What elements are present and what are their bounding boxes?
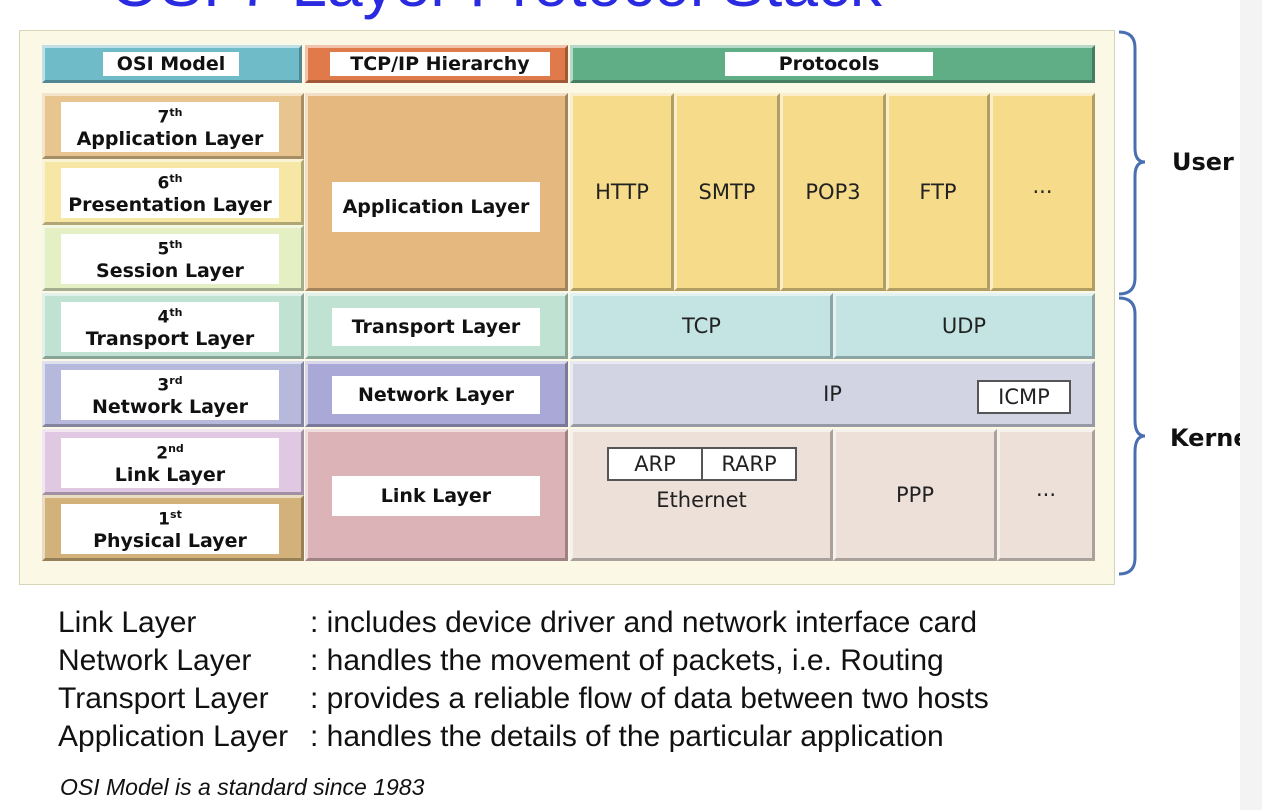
- description-text: : handles the details of the particular …: [310, 720, 944, 753]
- protocol-ftp: FTP: [886, 93, 990, 291]
- protocol-udp: UDP: [833, 293, 1095, 359]
- osi-header: OSI Model: [42, 45, 302, 83]
- description-term: Link Layer: [58, 606, 197, 639]
- osi-layer-1-label: 1st Physical Layer: [61, 504, 279, 554]
- tcpip-network: Network Layer: [305, 361, 568, 427]
- osi-layer-2-label: 2nd Link Layer: [61, 438, 279, 488]
- description-text: : provides a reliable flow of data betwe…: [310, 682, 989, 715]
- protocol-icmp: ICMP: [977, 380, 1071, 414]
- kernel-brace-icon: [1118, 296, 1146, 576]
- osi-layer-3: 3rd Network Layer: [42, 361, 304, 427]
- description-link: Link Layer : includes device driver and n…: [58, 604, 977, 642]
- osi-layer-5-label: 5th Session Layer: [61, 234, 279, 284]
- description-term: Application Layer: [58, 720, 289, 753]
- description-network: Network Layer : handles the movement of p…: [58, 642, 944, 680]
- tcpip-header-label: TCP/IP Hierarchy: [330, 52, 550, 76]
- protocol-pop3: POP3: [780, 93, 886, 291]
- user-brace-icon: [1118, 30, 1146, 296]
- osi-layer-3-label: 3rd Network Layer: [61, 370, 279, 420]
- description-term: Transport Layer: [58, 682, 269, 715]
- protocol-http: HTTP: [570, 93, 674, 291]
- protocols-header-label: Protocols: [725, 52, 933, 76]
- slide-title: OSI 7 Layer Protocol Stack: [110, 0, 1170, 16]
- osi-layer-1: 1st Physical Layer: [42, 495, 304, 561]
- tcpip-network-label: Network Layer: [332, 376, 540, 414]
- description-application: Application Layer : handles the details o…: [58, 718, 944, 756]
- protocol-ip-label: IP: [823, 382, 842, 406]
- protocol-stack-diagram: OSI Model TCP/IP Hierarchy Protocols 7th…: [19, 30, 1115, 585]
- user-label: User: [1172, 148, 1234, 176]
- tcpip-application: Application Layer: [305, 93, 568, 291]
- description-term: Network Layer: [58, 644, 252, 677]
- tcpip-transport: Transport Layer: [305, 293, 568, 359]
- protocol-tcp: TCP: [570, 293, 833, 359]
- osi-layer-2: 2nd Link Layer: [42, 429, 304, 495]
- tcpip-header: TCP/IP Hierarchy: [305, 45, 568, 83]
- footnote: OSI Model is a standard since 1983: [60, 774, 425, 800]
- protocol-ethernet-label: Ethernet: [656, 488, 747, 512]
- osi-header-label: OSI Model: [103, 52, 239, 76]
- tcpip-link-label: Link Layer: [332, 476, 540, 516]
- protocol-more-application: ···: [990, 93, 1095, 291]
- osi-layer-4: 4th Transport Layer: [42, 293, 304, 359]
- protocol-more-link: ···: [997, 429, 1095, 561]
- description-text: : includes device driver and network int…: [310, 606, 978, 639]
- tcpip-transport-label: Transport Layer: [332, 308, 540, 346]
- window-edge: [1240, 0, 1262, 810]
- description-transport: Transport Layer : provides a reliable flo…: [58, 680, 989, 718]
- osi-layer-6: 6th Presentation Layer: [42, 159, 304, 225]
- protocol-rarp: RARP: [701, 447, 797, 481]
- protocols-header: Protocols: [570, 45, 1095, 83]
- description-text: : handles the movement of packets, i.e. …: [310, 644, 944, 677]
- tcpip-application-label: Application Layer: [332, 182, 540, 232]
- osi-layer-6-label: 6th Presentation Layer: [61, 168, 279, 218]
- osi-layer-5: 5th Session Layer: [42, 225, 304, 291]
- protocol-arp: ARP: [607, 447, 703, 481]
- protocol-smtp: SMTP: [674, 93, 780, 291]
- protocol-ppp: PPP: [833, 429, 997, 561]
- osi-layer-7: 7th Application Layer: [42, 93, 304, 159]
- tcpip-link: Link Layer: [305, 429, 568, 561]
- osi-layer-7-label: 7th Application Layer: [61, 102, 279, 152]
- osi-layer-4-label: 4th Transport Layer: [61, 302, 279, 352]
